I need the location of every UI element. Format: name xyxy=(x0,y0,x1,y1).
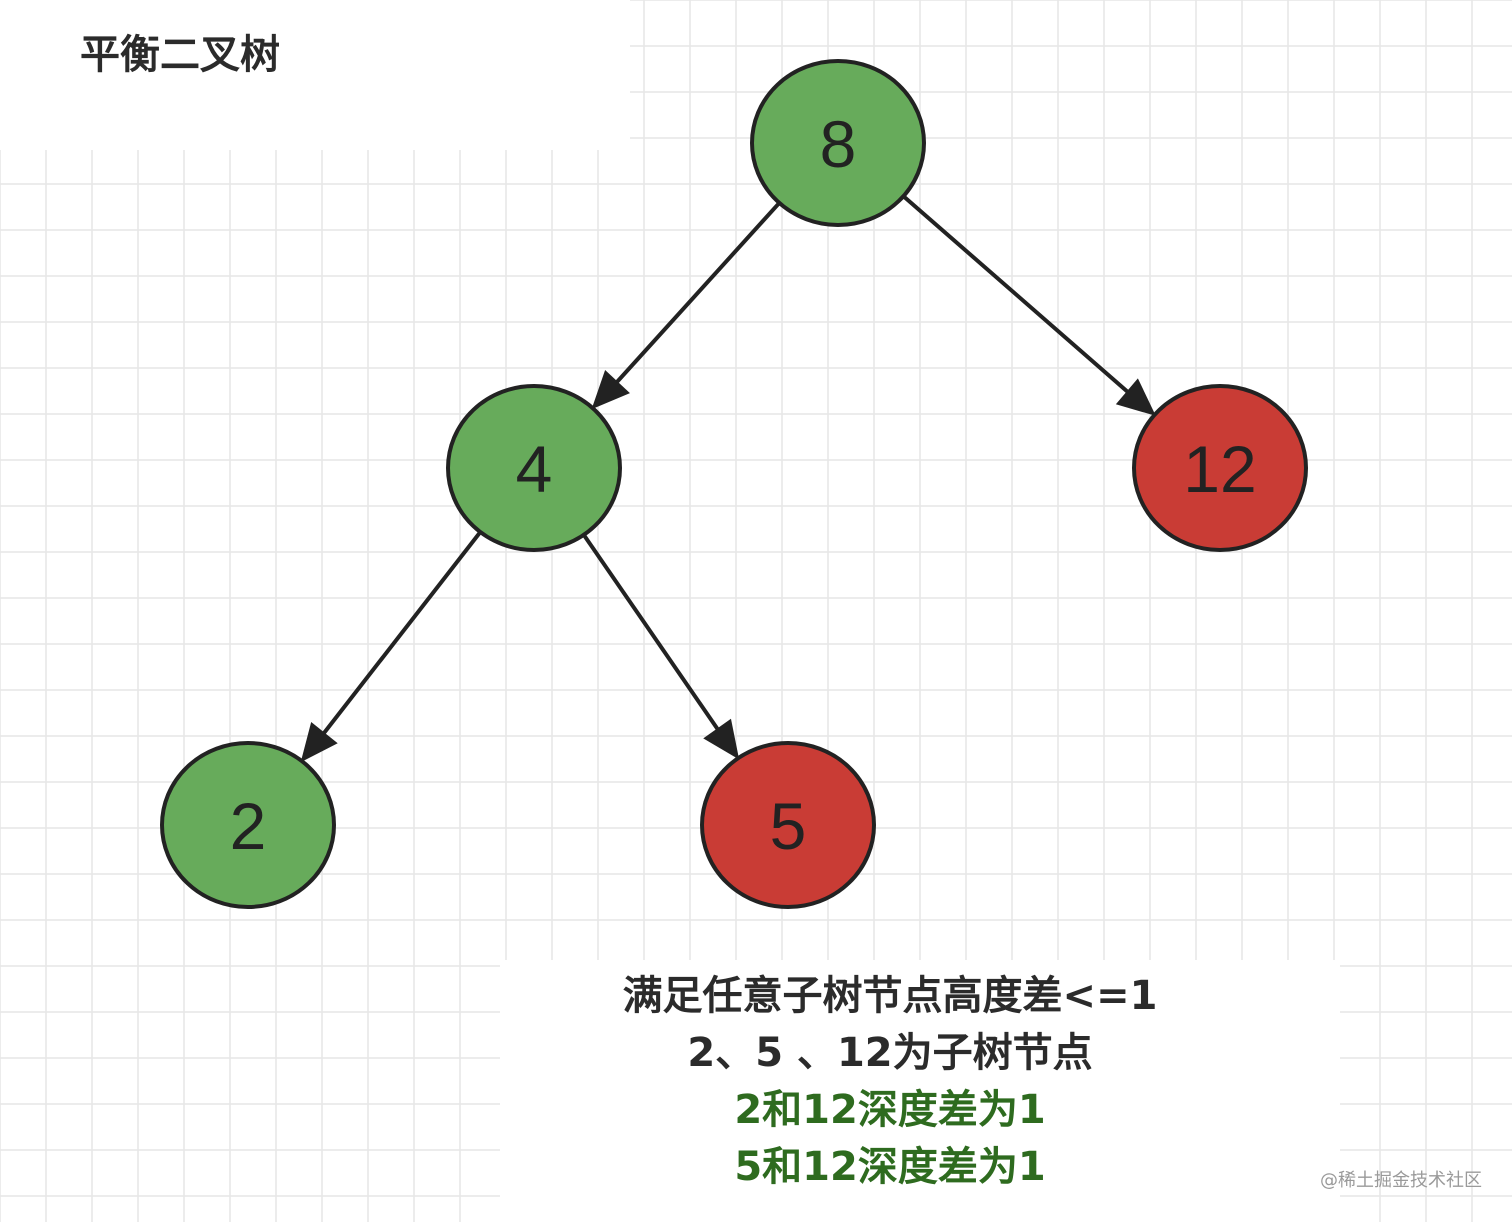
arrowhead-4-to-2 xyxy=(300,721,338,763)
tree-node-8: 8 xyxy=(750,59,926,227)
node-circle-2 xyxy=(160,741,336,909)
note-line-1: 满足任意子树节点高度差<=1 xyxy=(622,973,1158,1019)
node-label-4: 4 xyxy=(516,432,553,506)
note-line-3: 2和12深度差为1 xyxy=(734,1087,1046,1133)
arrowhead-8-to-12 xyxy=(1115,378,1156,416)
node-circle-4 xyxy=(446,384,622,552)
tree-node-12: 12 xyxy=(1132,384,1308,552)
notes-block: 满足任意子树节点高度差<=1 2、5 、12为子树节点 2和12深度差为1 5和… xyxy=(520,968,1260,1196)
node-label-2: 2 xyxy=(230,789,267,863)
tree-node-5: 5 xyxy=(700,741,876,909)
watermark: @稀土掘金技术社区 xyxy=(1320,1170,1482,1191)
background-patch xyxy=(0,0,630,150)
arrowhead-4-to-5 xyxy=(703,718,740,760)
background-patch xyxy=(500,960,1340,1222)
note-line-4: 5和12深度差为1 xyxy=(734,1144,1046,1190)
edge-4-to-5 xyxy=(581,532,724,737)
node-label-8: 8 xyxy=(820,107,857,181)
edge-4-to-2 xyxy=(317,529,483,741)
node-label-5: 5 xyxy=(770,789,807,863)
edge-8-to-4 xyxy=(610,200,782,389)
node-label-12: 12 xyxy=(1183,432,1256,506)
edge-8-to-12 xyxy=(900,193,1135,398)
tree-nodes: 8 4 12 2 5 xyxy=(160,59,1308,909)
diagram-title: 平衡二叉树 xyxy=(80,32,280,78)
tree-edges xyxy=(300,193,1156,763)
tree-node-4: 4 xyxy=(446,384,622,552)
note-line-2: 2、5 、12为子树节点 xyxy=(687,1030,1093,1076)
node-circle-12 xyxy=(1132,384,1308,552)
node-circle-8 xyxy=(750,59,926,227)
tree-node-2: 2 xyxy=(160,741,336,909)
node-circle-5 xyxy=(700,741,876,909)
arrowhead-8-to-4 xyxy=(591,369,630,410)
